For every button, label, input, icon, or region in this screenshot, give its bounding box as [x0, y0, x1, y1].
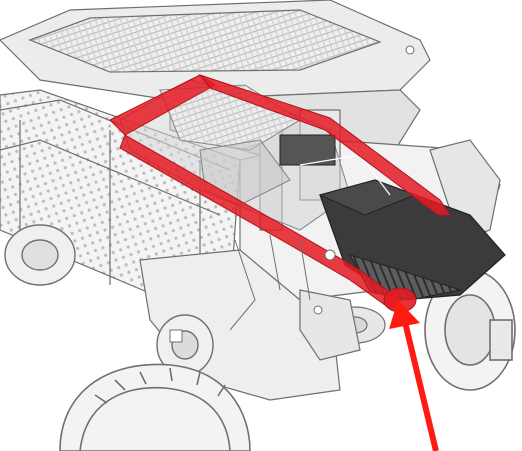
callout-arrow [389, 300, 439, 451]
rear-tire [59, 363, 251, 451]
right-tire [424, 269, 516, 391]
highlighted-conveyor-edge [109, 74, 451, 313]
left-front-wheel [4, 224, 76, 286]
drive-assembly [299, 289, 386, 361]
hardware-details [169, 45, 415, 343]
